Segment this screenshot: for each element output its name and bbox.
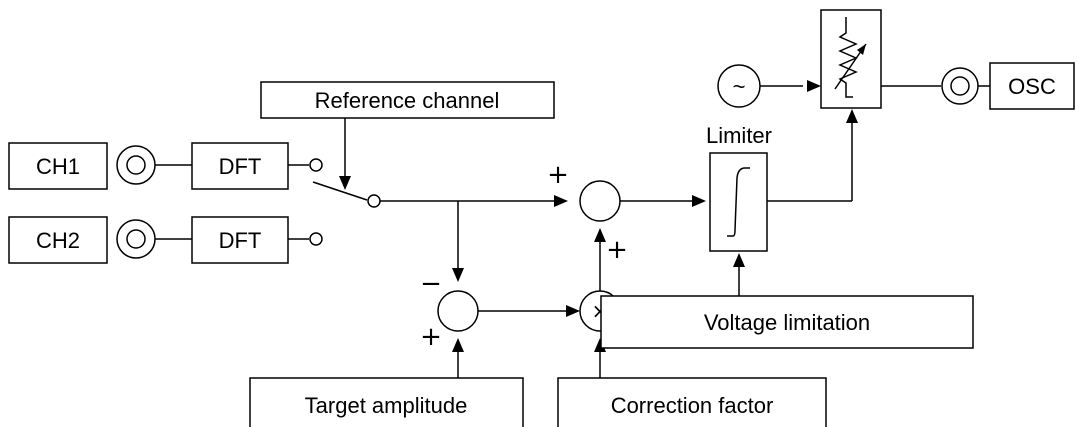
voltage-limitation-label: Voltage limitation: [704, 310, 870, 335]
ch2-label: CH2: [36, 228, 80, 253]
reference-channel-label: Reference channel: [315, 88, 500, 113]
variable-resistor-icon: [834, 17, 867, 98]
target-amplitude-label: Target amplitude: [305, 393, 468, 418]
error-plus-sign: +: [420, 322, 442, 352]
arrow-into-attenuator: [807, 80, 821, 92]
osc-connector-icon: [941, 67, 979, 105]
arrow-into-switch: [339, 176, 351, 190]
dft-label-ch2: DFT: [219, 228, 262, 253]
ch2-connector-icon: [116, 219, 156, 259]
ch2-box: [8, 216, 108, 264]
wires: [155, 85, 990, 378]
arrowheads: [339, 80, 858, 352]
osc-label: OSC: [1008, 74, 1056, 99]
sum-plus-sign-left: +: [547, 160, 569, 190]
correction-factor-box: [557, 377, 827, 427]
error-sum-junction: [437, 290, 479, 332]
sine-symbol: ~: [733, 74, 746, 99]
limiter-curve-icon: [727, 167, 750, 237]
ch1-box: [8, 142, 108, 190]
arrow-up-into-attenuator: [846, 109, 858, 123]
arrow-into-sum: [554, 195, 568, 207]
ch1-label: CH1: [36, 154, 80, 179]
dft-box-ch2: [191, 216, 289, 264]
target-amplitude-box: [249, 377, 524, 427]
limiter-box: [709, 152, 768, 252]
arrow-up-from-voltage-limit: [733, 253, 745, 267]
switch-contact-ch1: [309, 158, 323, 172]
arrow-up-from-target: [452, 338, 464, 352]
sine-source-icon: [717, 64, 761, 108]
arrow-up-into-sum: [594, 228, 606, 242]
reference-channel-box: [260, 81, 555, 119]
ch1-connector-icon: [116, 145, 156, 185]
voltage-limitation-box: [600, 295, 974, 349]
error-minus-sign: −: [420, 269, 442, 299]
limiter-label: Limiter: [706, 123, 772, 148]
sum-plus-sign-bottom: +: [606, 235, 628, 265]
arrow-down-to-error-sum: [452, 268, 464, 282]
arrow-into-multiplier: [566, 305, 580, 317]
osc-box: [989, 62, 1075, 110]
sum-junction: [579, 180, 621, 222]
dft-box-ch1: [191, 142, 289, 190]
correction-factor-label: Correction factor: [611, 393, 774, 418]
switch-contact-ch2: [309, 232, 323, 246]
switch-pivot: [367, 194, 381, 208]
arrow-into-limiter: [692, 195, 706, 207]
attenuator-box: [820, 9, 882, 109]
dft-label-ch1: DFT: [219, 154, 262, 179]
